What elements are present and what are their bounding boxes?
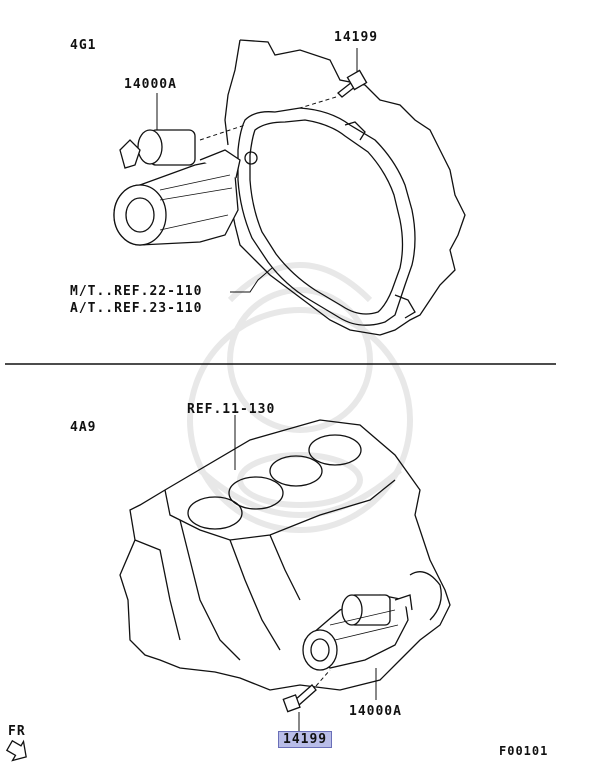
bolt-part-bottom-highlighted[interactable]: 14199 <box>278 731 333 748</box>
bolt-part-top[interactable]: 14199 <box>334 30 379 45</box>
transmission-case <box>224 39 466 336</box>
engine-label-top: 4G1 <box>70 38 97 53</box>
leader-lines-bottom <box>234 415 377 732</box>
ref-block[interactable]: REF.11-130 <box>187 402 276 417</box>
leader-lines-top <box>156 48 358 293</box>
starter-motor-top <box>113 129 241 246</box>
ref-at[interactable]: A/T..REF.23-110 <box>70 301 203 316</box>
starter-motor-bottom <box>302 594 413 671</box>
bolt-bottom <box>282 684 317 713</box>
engine-block <box>119 419 451 691</box>
starter-part-bottom[interactable]: 14000A <box>349 704 402 719</box>
starter-part-top[interactable]: 14000A <box>124 77 177 92</box>
watermark-emblem <box>187 262 413 533</box>
engine-label-bottom: 4A9 <box>70 420 97 435</box>
front-arrow-icon <box>5 739 27 762</box>
figure-code: F00101 <box>499 744 549 758</box>
bolt-top <box>337 69 368 98</box>
front-indicator-label: FR <box>8 724 26 739</box>
ref-mt[interactable]: M/T..REF.22-110 <box>70 284 203 299</box>
